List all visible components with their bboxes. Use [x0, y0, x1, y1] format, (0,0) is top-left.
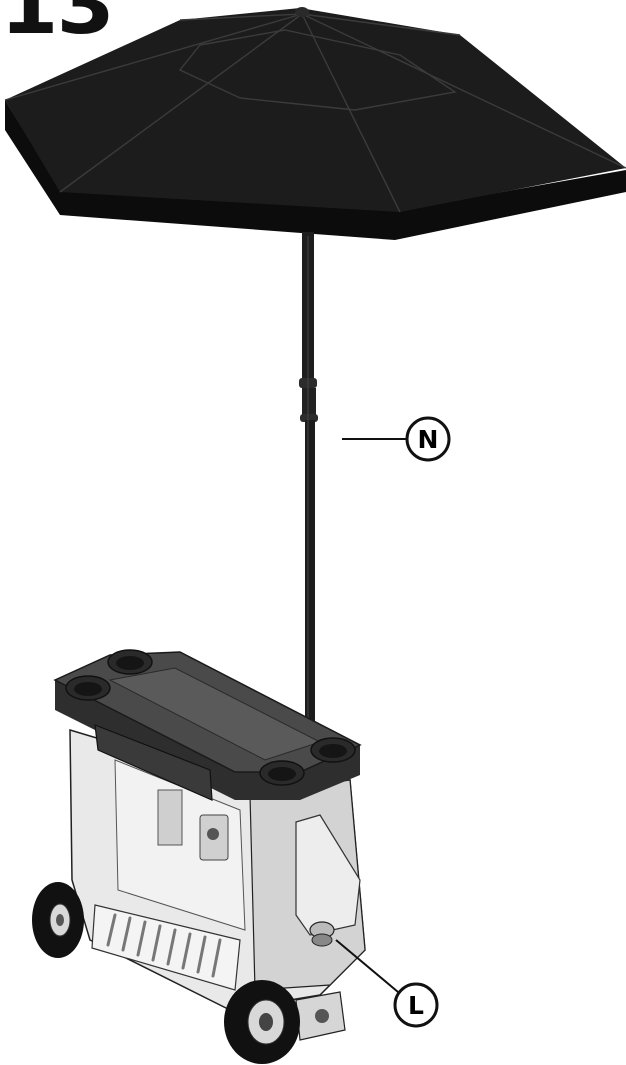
callout-label-l: L — [408, 991, 424, 1020]
leader-line-l — [335, 939, 399, 993]
cart-grill — [106, 913, 222, 978]
callout-circle-l — [393, 982, 439, 1028]
canopy-edge-band — [5, 100, 626, 240]
canopy-ribs — [4, 13, 626, 213]
wheel-icon — [224, 980, 300, 1064]
umbrella-pole-icon — [299, 232, 318, 740]
wheel-icon — [32, 882, 84, 958]
callout-l: L — [335, 939, 439, 1028]
step-number: 13 — [0, 0, 115, 53]
canopy-top — [5, 8, 626, 212]
cart-lid-icon — [53, 649, 362, 801]
canopy-finial — [295, 7, 309, 17]
cart-handle — [94, 724, 213, 801]
callout-label-n: N — [418, 425, 439, 454]
clamp-knob-icon — [309, 921, 335, 947]
callout-n: N — [342, 416, 451, 462]
umbrella-canopy-icon — [4, 7, 626, 240]
callout-circle-n — [405, 416, 451, 462]
